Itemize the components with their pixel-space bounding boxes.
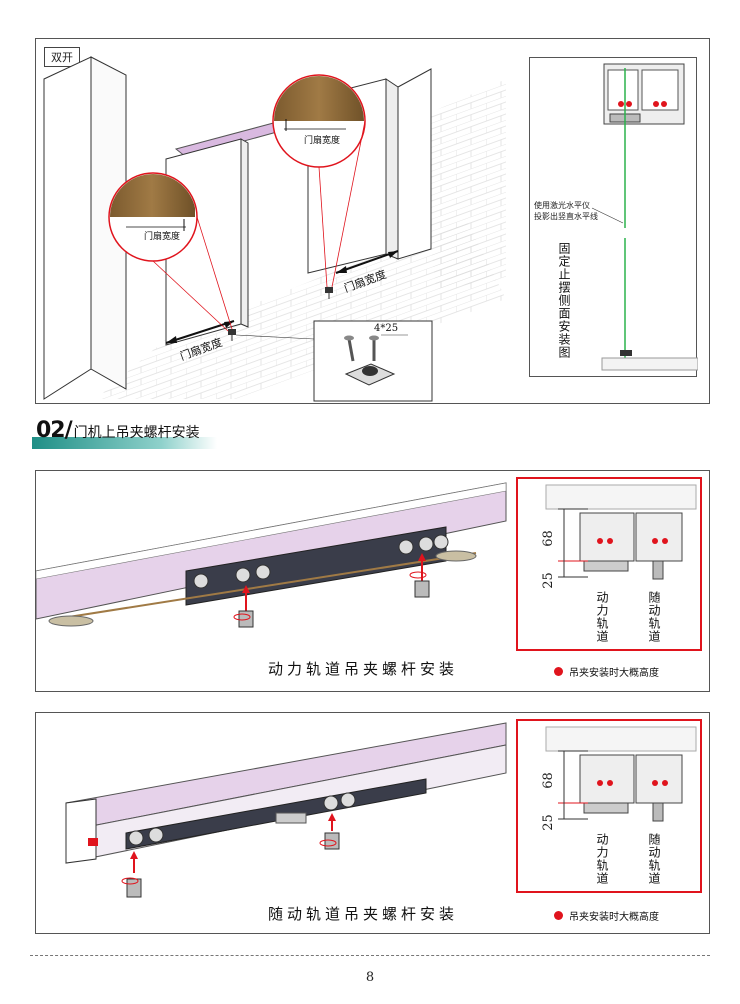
hanger-bolt-2 xyxy=(409,553,430,598)
side-view-title: 固定止摆侧面安装图 xyxy=(557,242,571,359)
screw-2 xyxy=(369,335,379,361)
section-header-bar xyxy=(32,437,217,449)
door-width-label-circle1: 门扇宽度 xyxy=(144,232,181,242)
dim-25-power: 25 xyxy=(540,572,556,589)
follow-height-drawing xyxy=(545,726,697,822)
power-track-panel: 动力轨道吊夹螺杆安装 68 25 动力轨道 随动轨道 吊夹安装时大概高度 xyxy=(35,470,710,692)
dim-68-power: 68 xyxy=(540,530,556,547)
side-view-panel: 使用激光水平仪 投影出竖直水平线 固定止摆侧面安装图 xyxy=(529,57,698,377)
roller-group-left xyxy=(193,564,271,589)
door-width-label-circle2: 门扇宽度 xyxy=(304,136,341,146)
label-power-track-1: 动力轨道 xyxy=(595,591,609,643)
screw-1 xyxy=(344,335,355,362)
floor-guide-pin-2 xyxy=(325,287,333,299)
hanger-bolt-4 xyxy=(319,813,340,850)
hanger-bolt-1 xyxy=(233,585,254,628)
power-height-detail: 68 25 动力轨道 随动轨道 xyxy=(516,477,702,651)
double-open-tag: 双开 xyxy=(44,47,80,67)
section-title: 门机上吊夹螺杆安装 xyxy=(73,425,200,441)
height-legend-power: 吊夹安装时大概高度 xyxy=(554,664,659,679)
red-dot-icon xyxy=(554,667,563,676)
laser-note: 使用激光水平仪 投影出竖直水平线 xyxy=(534,200,598,222)
footer-divider xyxy=(30,955,710,956)
dim-25-follow: 25 xyxy=(540,814,556,831)
laser-note-line1: 使用激光水平仪 xyxy=(534,201,590,210)
roller-group-right xyxy=(398,534,449,555)
hanger-bolt-3 xyxy=(121,851,142,898)
roller-group-right-2 xyxy=(323,792,356,811)
side-view-drawing xyxy=(591,63,698,371)
power-track-drawing xyxy=(36,482,507,628)
double-door-scene xyxy=(43,56,506,402)
roller-group-left-2 xyxy=(128,827,164,846)
laser-note-line2: 投影出竖直水平线 xyxy=(534,212,598,221)
legend-text: 吊夹安装时大概高度 xyxy=(569,912,659,923)
screw-spec-label: 4*25 xyxy=(374,323,399,334)
label-follow-track-2: 随动轨道 xyxy=(647,833,661,885)
floor-guide-pin-1 xyxy=(228,329,236,341)
red-dot-icon xyxy=(554,911,563,920)
dim-68-follow: 68 xyxy=(540,772,556,789)
power-track-caption: 动力轨道吊夹螺杆安装 xyxy=(268,660,459,678)
page-number: 8 xyxy=(365,970,375,985)
label-power-track-2: 动力轨道 xyxy=(595,833,609,885)
top-illustration-panel: 双开 xyxy=(35,38,710,404)
label-follow-track-1: 随动轨道 xyxy=(647,591,661,643)
section-header: 02/门机上吊夹螺杆安装 xyxy=(36,418,200,443)
follow-height-detail: 68 25 动力轨道 随动轨道 xyxy=(516,719,702,893)
power-height-drawing xyxy=(545,484,697,580)
height-legend-follow: 吊夹安装时大概高度 xyxy=(554,908,659,923)
follow-track-panel: 随动轨道吊夹螺杆安装 68 25 动力轨道 随动轨道 吊夹安装时大概高度 xyxy=(35,712,710,934)
follow-track-drawing xyxy=(65,722,507,898)
section-number: 02/ xyxy=(36,418,73,443)
follow-track-caption: 随动轨道吊夹螺杆安装 xyxy=(268,905,459,923)
legend-text: 吊夹安装时大概高度 xyxy=(569,668,659,679)
